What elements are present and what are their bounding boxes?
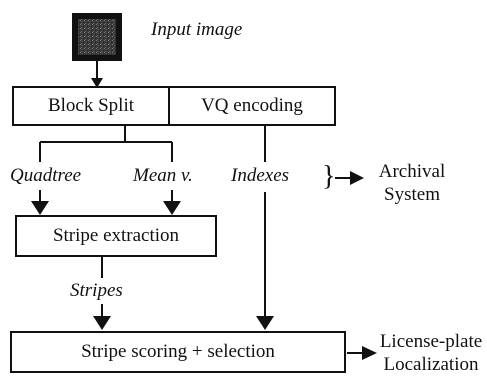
archival-system-label: Archival System xyxy=(372,160,452,206)
input-image-label: Input image xyxy=(151,19,243,40)
arrow-split-to-quadtree-meanv xyxy=(39,124,173,162)
block-split-label: Block Split xyxy=(47,95,135,116)
brace-symbol: } xyxy=(322,161,336,192)
arrow-meanv-to-extraction xyxy=(163,190,181,215)
arrow-vq-to-scoring xyxy=(256,124,274,330)
mean-v-label: Mean v. xyxy=(133,165,193,186)
arrow-to-localization xyxy=(347,346,377,360)
arrow-to-archival xyxy=(335,171,364,185)
arrow-extraction-to-scoring xyxy=(93,256,111,330)
lp-line1: License-plate xyxy=(379,331,483,352)
archival-line1: Archival xyxy=(378,161,446,182)
lp-line2: Localization xyxy=(383,354,479,375)
archival-line2: System xyxy=(384,184,440,205)
stripe-extraction-label: Stripe extraction xyxy=(52,225,180,246)
stripe-scoring-box: Stripe scoring + selection xyxy=(10,331,346,373)
stripe-scoring-label: Stripe scoring + selection xyxy=(81,341,275,362)
vq-encoding-label: VQ encoding xyxy=(201,95,303,116)
stripe-extraction-box: Stripe extraction xyxy=(15,215,217,257)
indexes-label: Indexes xyxy=(231,165,290,186)
input-image-thumbnail xyxy=(72,13,122,61)
arrow-input-to-split xyxy=(91,61,103,88)
arrow-quadtree-to-extraction xyxy=(31,190,49,215)
vq-encoding-box: VQ encoding xyxy=(168,86,336,126)
stripes-label: Stripes xyxy=(70,280,123,301)
quadtree-label: Quadtree xyxy=(10,165,82,186)
block-split-box: Block Split xyxy=(12,86,170,126)
license-plate-localization-label: License-plate Localization xyxy=(376,330,486,376)
